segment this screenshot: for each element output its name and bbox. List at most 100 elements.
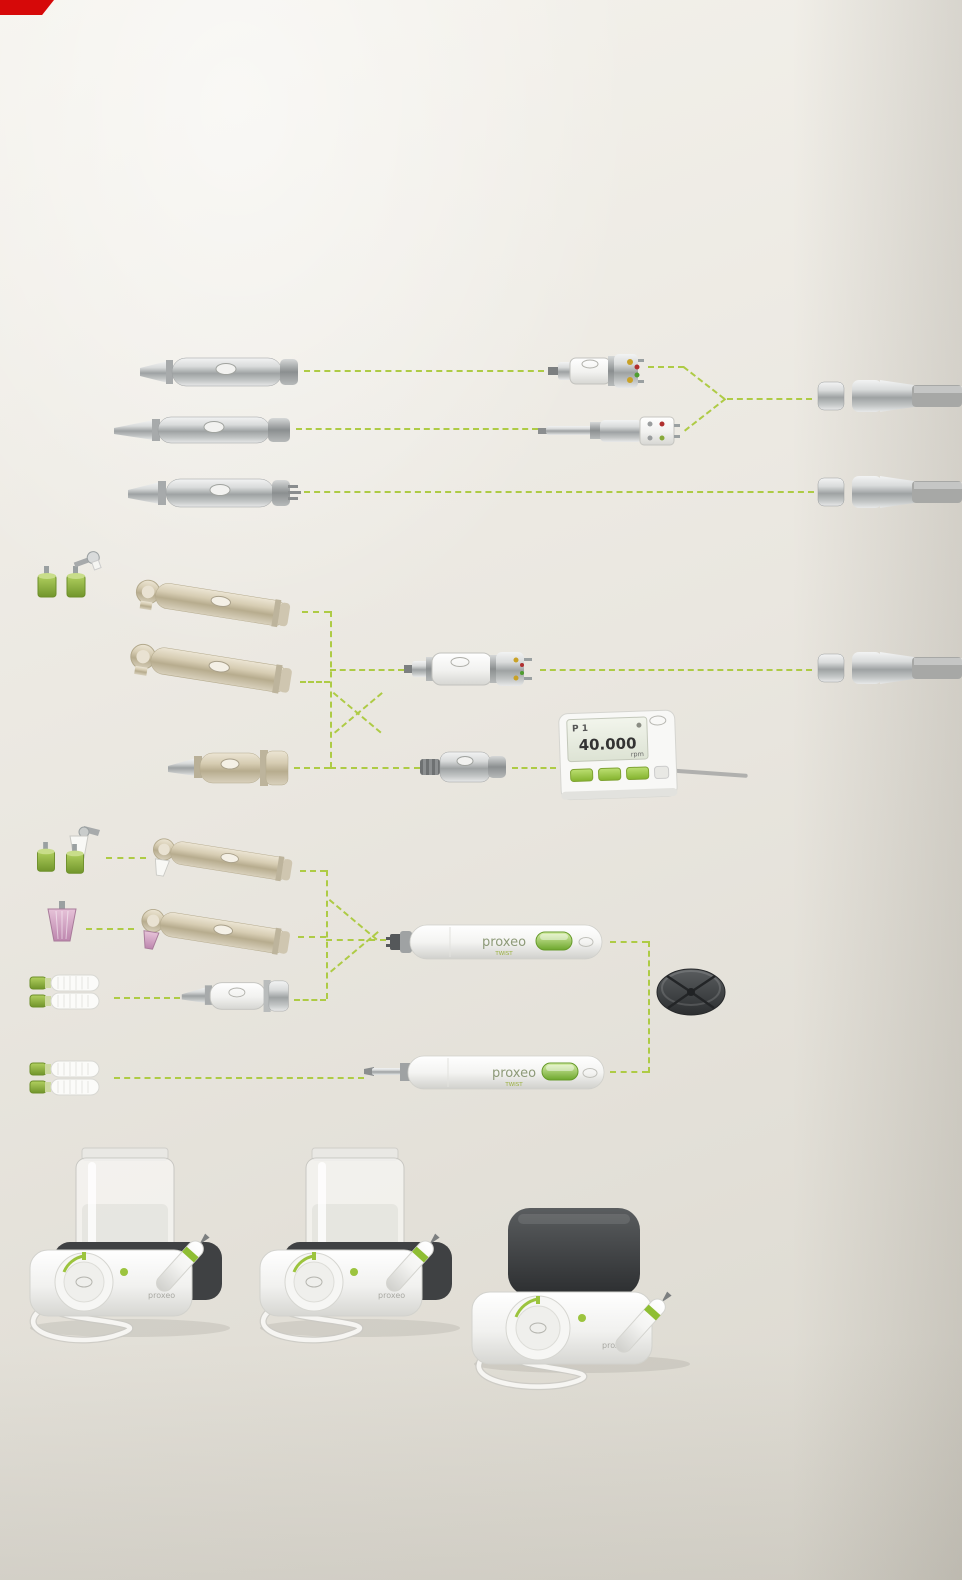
- dashed-connector: [114, 997, 180, 999]
- dashed-connector: [330, 669, 404, 671]
- wh-logo-oval: [75, 1276, 93, 1288]
- prophy-station-icon: proxeo: [259, 1147, 460, 1344]
- dashed-connector: [648, 941, 650, 1073]
- prophy-cup-icon: [66, 844, 84, 874]
- prophy-cup-icon: [143, 930, 160, 950]
- supply-hose-icon: [817, 476, 962, 508]
- polishing-cup-pink: [42, 901, 82, 947]
- prophy-brush-icon: [29, 992, 100, 1010]
- prophy-station-1: proxeo: [20, 1146, 248, 1344]
- cordless-prophy-handpiece-icon: proxeo TWIST: [386, 924, 603, 960]
- background-highlight: [0, 0, 674, 711]
- dashed-connector: [682, 366, 725, 400]
- contra-angle-4: [134, 900, 296, 964]
- water-bottle: [305, 1147, 405, 1259]
- contra-angle-handpiece-icon: [130, 643, 292, 694]
- dashed-connector: [540, 669, 812, 671]
- electric-micromotor: [420, 742, 510, 790]
- wh-logo-oval: [456, 756, 474, 766]
- dashed-connector: [512, 767, 556, 769]
- wh-logo-oval: [208, 660, 230, 673]
- dashed-connector: [304, 491, 814, 493]
- hose-connector-3: [817, 648, 962, 688]
- wh-logo-oval: [203, 421, 225, 433]
- dashed-connector: [727, 398, 812, 400]
- straight-handpiece-1: [138, 352, 302, 392]
- brand-label: proxeo: [482, 935, 526, 950]
- twist-handpiece-1: proxeo TWIST: [386, 916, 608, 968]
- dashed-connector: [328, 899, 378, 941]
- base-unit: proxeo: [29, 1249, 193, 1317]
- motor-control-unit-icon: P 1 40.000 rpm: [558, 709, 748, 801]
- wh-logo-oval: [450, 657, 470, 667]
- program-label: P 1: [572, 724, 588, 735]
- turbine-coupling: [546, 346, 646, 396]
- air-motor-icon: [404, 652, 532, 686]
- wh-logo-oval: [649, 715, 667, 726]
- background-shade-bottom: [0, 1340, 962, 1580]
- dashed-connector: [294, 767, 330, 769]
- nose-cone-handpiece-icon: [181, 980, 289, 1012]
- settings-icon: [636, 722, 642, 728]
- dashed-connector: [302, 611, 330, 613]
- base-unit: proxeo: [259, 1249, 423, 1317]
- prophy-brush-4: [29, 1078, 110, 1096]
- green-window: [535, 931, 573, 951]
- prophy-cup-green-3: [32, 842, 60, 876]
- contra-angle-handpiece-icon: [153, 838, 293, 882]
- prophy-cup-icon: [37, 842, 55, 872]
- prophy-station-3: proxeo: [464, 1200, 704, 1391]
- lcd-display: [566, 716, 649, 763]
- wh-logo-oval: [215, 363, 237, 375]
- prophy-brush-icon: [29, 1078, 100, 1096]
- background-shade-right: [792, 0, 962, 1580]
- wh-logo-oval: [305, 1276, 323, 1288]
- prophy-cup-icon: [47, 901, 77, 942]
- dashed-connector: [298, 936, 326, 938]
- contra-angle-3: [146, 830, 298, 890]
- power-button: [120, 1268, 128, 1276]
- nose-cone-1: [166, 744, 292, 792]
- contra-angle-2: [122, 640, 298, 706]
- dashed-connector: [304, 370, 544, 372]
- dashed-connector: [330, 611, 332, 768]
- dashed-connector: [330, 931, 379, 973]
- prophy-brush-3: [29, 1060, 110, 1078]
- station-handpiece: [156, 1233, 210, 1292]
- dashed-connector: [610, 1071, 648, 1073]
- straight-handpiece-icon: [128, 478, 301, 508]
- water-bottle: [75, 1147, 175, 1259]
- dashed-connector: [326, 870, 328, 999]
- wh-logo-oval: [220, 853, 239, 864]
- dashed-connector: [114, 1077, 364, 1079]
- prophy-station-2: proxeo: [250, 1146, 478, 1344]
- dashed-connector: [326, 939, 386, 941]
- foot-control: [654, 964, 728, 1018]
- foot-control-icon: [656, 968, 726, 1016]
- quick-connect-coupling-icon: [538, 416, 680, 446]
- wh-logo-oval: [210, 595, 231, 607]
- hose-connector-1: [817, 376, 962, 416]
- wh-logo-oval: [578, 937, 594, 947]
- prophy-brush-2: [29, 992, 110, 1010]
- brand-label: proxeo: [148, 1291, 175, 1300]
- series-label: TWIST: [504, 1082, 523, 1088]
- hose-connector-2: [817, 472, 962, 512]
- twist-handpiece-2: proxeo TWIST: [364, 1048, 608, 1098]
- wh-logo-oval: [529, 1322, 547, 1334]
- bur-icon: [73, 551, 102, 571]
- prophy-cup-green-4: [61, 844, 89, 878]
- series-label: TWIST: [494, 951, 513, 957]
- dashed-connector: [300, 681, 330, 683]
- prophy-cup-icon: [66, 566, 86, 598]
- wh-logo-oval: [213, 924, 233, 936]
- control-button-4: [653, 765, 670, 780]
- nose-cone-handpiece-icon: [168, 750, 289, 786]
- prophy-cup-green-2: [62, 566, 90, 602]
- speed-unit: rpm: [631, 750, 644, 758]
- quick-connect-coupling-icon: [548, 354, 644, 388]
- prophy-station-icon: proxeo: [471, 1208, 690, 1391]
- motor-cable: [663, 768, 748, 778]
- wh-logo-oval: [209, 484, 231, 496]
- contra-angle-1: [128, 576, 296, 639]
